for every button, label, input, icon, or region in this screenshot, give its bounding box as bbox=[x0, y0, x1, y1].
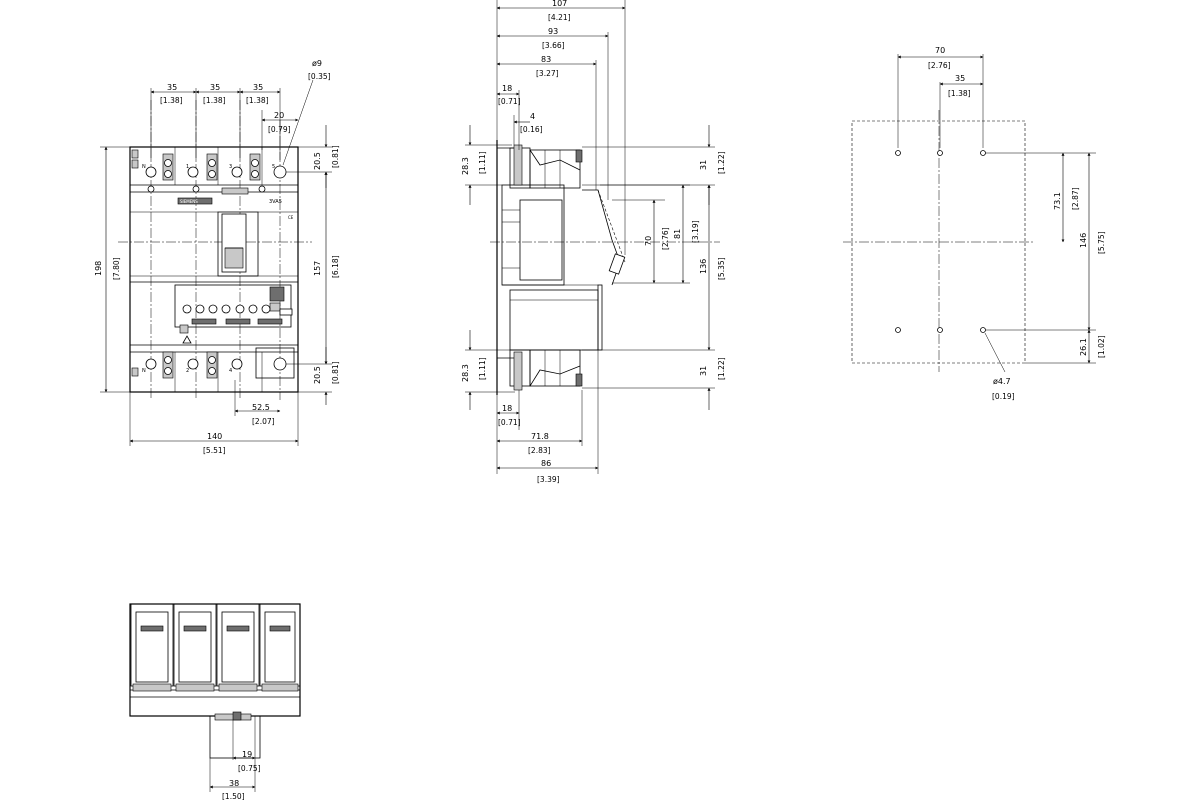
plan-width-35-dim: 35 bbox=[955, 74, 965, 83]
drilling-dimensions: 70 [2.76] 35 [1.38] 73.1 [2.87] 146 [5.7… bbox=[897, 46, 1106, 401]
mount-hole-tr bbox=[980, 150, 986, 156]
top-terminals: N 1 3 5 bbox=[131, 149, 287, 181]
pole-1-label: 1 bbox=[186, 164, 189, 170]
pole-2-label: 2 bbox=[186, 368, 189, 374]
center-offset-dim: 52.5 bbox=[252, 403, 270, 412]
mount-hole-br bbox=[980, 327, 986, 333]
bottom-18-dim: 18 bbox=[502, 404, 512, 413]
plan-bottom-261-dim: 26.1 bbox=[1079, 338, 1088, 356]
depth-93-dim-in: [3.66] bbox=[542, 41, 565, 50]
plan-width-70-dim-in: [2.76] bbox=[928, 61, 951, 70]
handle-70-dim: 70 bbox=[644, 236, 653, 246]
total-depth-dim-in: [4.21] bbox=[548, 13, 571, 22]
mount-hole-tl bbox=[895, 150, 901, 156]
width-dim-in: [5.51] bbox=[203, 446, 226, 455]
top-terminal-dim: 20.5 bbox=[313, 152, 322, 170]
brand-label: SIEMENS bbox=[180, 199, 198, 204]
right-bottom-dim: 31 bbox=[699, 366, 708, 376]
top-18-dim: 18 bbox=[502, 84, 512, 93]
pole-3-label: 3 bbox=[229, 164, 232, 170]
plan-width-35-dim-in: [1.38] bbox=[948, 89, 971, 98]
handle-81-dim: 81 bbox=[673, 229, 682, 239]
depth-93-dim: 93 bbox=[548, 27, 558, 36]
pitch2-dim: 35 bbox=[210, 83, 220, 92]
side-dimensions: 107 [4.21] 93 [3.66] 83 [3.27] 18 [0.71]… bbox=[461, 0, 726, 484]
plan-hole-dim: ø4.7 bbox=[993, 377, 1011, 386]
offset-dim: 20 bbox=[274, 111, 284, 120]
bottom-19-dim: 19 bbox=[242, 750, 252, 759]
plan-height-731-dim: 73.1 bbox=[1053, 192, 1062, 210]
bottom-dimensions: 19 [0.75] 38 [1.50] bbox=[209, 750, 261, 800]
front-face: SIEMENS 3VA5 CE bbox=[130, 185, 298, 277]
pole-5-label: 5 bbox=[272, 164, 275, 170]
left-bottom-dim-in: [1.11] bbox=[478, 357, 487, 380]
bottom-19-dim-in: [0.75] bbox=[238, 764, 261, 773]
offset-dim-in: [0.79] bbox=[268, 125, 291, 134]
left-bottom-dim: 28.3 bbox=[461, 364, 470, 382]
body-dim: 157 bbox=[313, 261, 322, 276]
bottom-view: 19 [0.75] 38 [1.50] bbox=[129, 603, 301, 800]
body-dim-in: [6.18] bbox=[331, 255, 340, 278]
handle-81-dim-in: [3.19] bbox=[691, 220, 700, 243]
pole-n-bottom-label: N bbox=[142, 368, 146, 374]
front-view: N 1 3 5 SIEMENS 3VA5 CE bbox=[94, 59, 340, 455]
top-terminal-dim-in: [0.81] bbox=[331, 145, 340, 168]
pitch3-dim-in: [1.38] bbox=[246, 96, 269, 105]
plan-height-731-dim-in: [2.87] bbox=[1071, 187, 1080, 210]
mount-hole-tc bbox=[937, 150, 943, 156]
model-label: 3VA5 bbox=[269, 199, 282, 205]
pitch1-dim-in: [1.38] bbox=[160, 96, 183, 105]
front-dimensions: 35 [1.38] 35 [1.38] 35 [1.38] 20 [0.79] … bbox=[94, 59, 340, 455]
depth-86-dim-in: [3.39] bbox=[537, 475, 560, 484]
height-dim-in: [7.80] bbox=[112, 257, 121, 280]
bottom-18-dim-in: [0.71] bbox=[498, 418, 521, 427]
hole-dim: ø9 bbox=[312, 59, 322, 68]
pole-n-top-label: N bbox=[142, 164, 146, 170]
bottom-terminals: N 2 4 bbox=[131, 347, 295, 379]
bottom-38-dim-in: [1.50] bbox=[222, 792, 245, 800]
top-18-dim-in: [0.71] bbox=[498, 97, 521, 106]
plan-bottom-261-dim-in: [1.02] bbox=[1097, 335, 1106, 358]
bottom-terminal-dim-in: [0.81] bbox=[331, 361, 340, 384]
body-136-dim: 136 bbox=[699, 259, 708, 274]
center-offset-dim-in: [2.07] bbox=[252, 417, 275, 426]
depth-83-dim: 83 bbox=[541, 55, 551, 64]
plan-width-70-dim: 70 bbox=[935, 46, 945, 55]
ce-label: CE bbox=[288, 215, 294, 220]
depth-718-dim: 71.8 bbox=[531, 432, 549, 441]
plan-height-146-dim-in: [5.75] bbox=[1097, 231, 1106, 254]
pitch2-dim-in: [1.38] bbox=[203, 96, 226, 105]
height-dim: 198 bbox=[94, 261, 103, 276]
depth-86-dim: 86 bbox=[541, 459, 551, 468]
hole-dim-in: [0.35] bbox=[308, 72, 331, 81]
drilling-plan: 70 [2.76] 35 [1.38] 73.1 [2.87] 146 [5.7… bbox=[843, 46, 1106, 401]
depth-83-dim-in: [3.27] bbox=[536, 69, 559, 78]
width-dim: 140 bbox=[207, 432, 222, 441]
depth-718-dim-in: [2.83] bbox=[528, 446, 551, 455]
pitch1-dim: 35 bbox=[167, 83, 177, 92]
mount-hole-bc bbox=[937, 327, 943, 333]
left-top-dim-in: [1.11] bbox=[478, 151, 487, 174]
top-4-dim: 4 bbox=[530, 112, 535, 121]
right-top-dim: 31 bbox=[699, 160, 708, 170]
pole-4-label: 4 bbox=[229, 368, 232, 374]
bottom-38-dim: 38 bbox=[229, 779, 239, 788]
trip-unit bbox=[174, 284, 293, 344]
pitch3-dim: 35 bbox=[253, 83, 263, 92]
body-136-dim-in: [5.35] bbox=[717, 257, 726, 280]
handle-70-dim-in: [2.76] bbox=[661, 227, 670, 250]
plan-hole-dim-in: [0.19] bbox=[992, 392, 1015, 401]
right-top-dim-in: [1.22] bbox=[717, 151, 726, 174]
total-depth-dim: 107 bbox=[552, 0, 567, 8]
top-4-dim-in: [0.16] bbox=[520, 125, 543, 134]
side-view: 107 [4.21] 93 [3.66] 83 [3.27] 18 [0.71]… bbox=[461, 0, 726, 484]
mount-hole-bl bbox=[895, 327, 901, 333]
bottom-pole-covers bbox=[130, 603, 301, 692]
plan-height-146-dim: 146 bbox=[1079, 233, 1088, 248]
left-top-dim: 28.3 bbox=[461, 157, 470, 175]
right-bottom-dim-in: [1.22] bbox=[717, 357, 726, 380]
bottom-terminal-dim: 20.5 bbox=[313, 366, 322, 384]
